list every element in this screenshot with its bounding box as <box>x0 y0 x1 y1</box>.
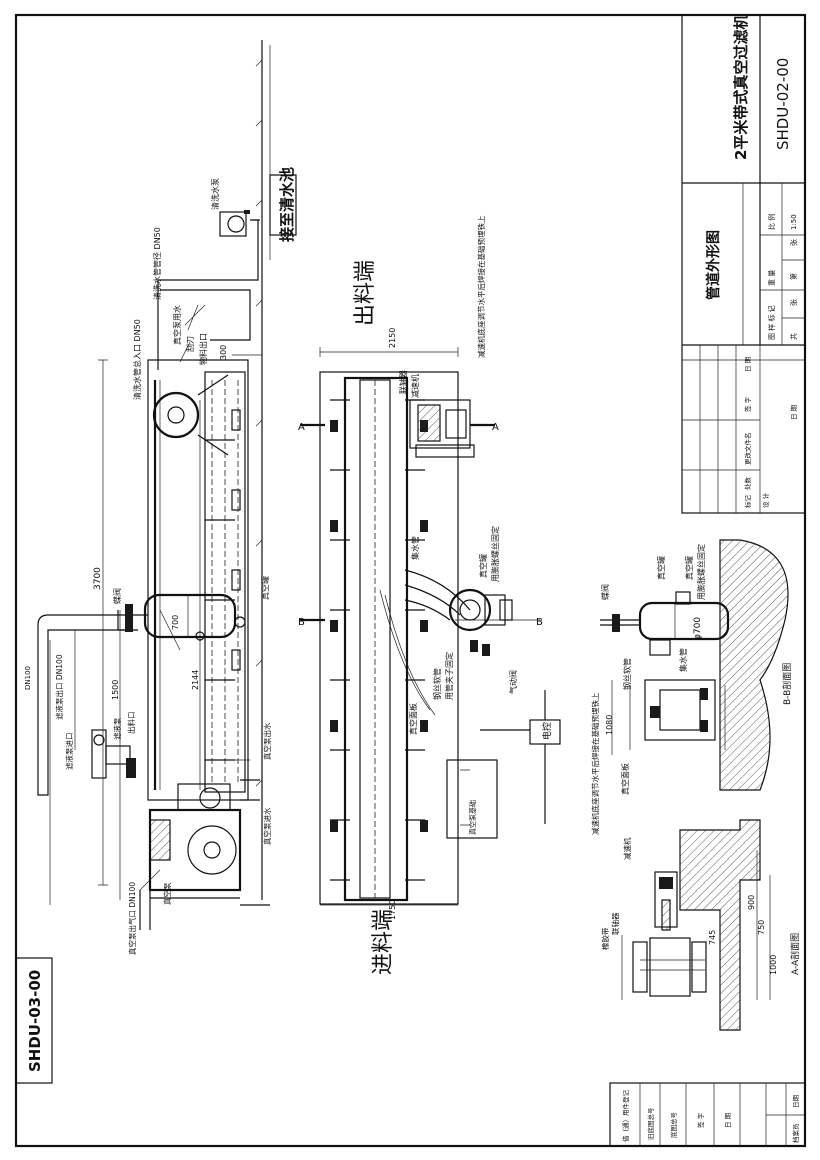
drawing-number: SHDU-02-00 <box>774 58 792 150</box>
date-label: 日 期 <box>790 404 798 420</box>
aa-label-belt: 橡胶带 <box>600 927 610 950</box>
bb-label-hose: 钢丝软管 <box>622 658 632 690</box>
aa-label-reducer: 减速机 <box>622 837 632 860</box>
bb-label-vac-panel: 真空面板 <box>620 763 630 795</box>
col-label-scale: 比 例 <box>767 214 776 230</box>
plan-label-bolt: 用膨胀螺丝固定 <box>490 526 500 582</box>
rev-label-mark: 标记 <box>743 495 752 509</box>
label-wash-pump: 清洗水泵 <box>210 178 220 210</box>
bb-label-vac-tank-2: 真空罐 <box>684 556 694 580</box>
section-mark-a-left: A <box>298 422 305 433</box>
dim-2144: 2144 <box>191 670 200 690</box>
bb-title: B-B剖面图 <box>781 663 793 705</box>
rev-label-count: 处数 <box>743 477 752 491</box>
label-vac-tank: 真空罐 <box>260 576 270 600</box>
plan-label-reducer-note: 减速机底座调节水平后焊接在基础预埋铁上 <box>476 215 486 358</box>
section-bb-view <box>600 539 789 791</box>
section-mark-b-right: B <box>536 617 543 628</box>
label-discharge-end: 出料端 <box>353 260 378 326</box>
aa-label-coupling: 联轴器 <box>610 912 620 935</box>
side-number: SHDU-03-00 <box>26 970 44 1072</box>
bottom-label-sign: 签 字 <box>696 1112 705 1128</box>
rev-label-date: 日 期 <box>744 356 752 372</box>
label-valve: 蝶阀 <box>112 588 122 604</box>
col-label-marking: 图 样 标 记 <box>767 305 776 340</box>
dim-700: 700 <box>171 615 180 630</box>
sheet-total-unit: 张 <box>789 299 798 306</box>
plan-label-pipe-fix: 用管夹子固定 <box>444 652 454 700</box>
plan-label-vac-panel: 真空面板 <box>408 703 418 735</box>
sheet-border <box>14 13 807 1148</box>
label-vac-pump-water: 真空泵用水 <box>172 305 182 345</box>
aa-dim-900: 900 <box>747 895 756 910</box>
section-aa-view <box>621 819 771 1031</box>
label-scraper: 刮刀 <box>185 336 195 352</box>
bottom-label-base: 底图总号 <box>669 1112 678 1139</box>
dim-300: 300 <box>219 345 228 360</box>
bb-dim-1080: 1080 <box>605 715 614 735</box>
label-material-outlet: 物料出口 <box>198 333 208 365</box>
sheet-no-unit: 张 <box>789 239 798 246</box>
label-filtrate-pump-outlet: 滤液泵出口 DN100 <box>54 654 64 720</box>
bb-label-bolt: 用膨胀螺丝固定 <box>696 544 706 600</box>
aa-dim-750: 750 <box>757 920 766 935</box>
aa-label-reducer-note: 减速机底座调节水平后焊接在基础预埋铁上 <box>590 692 600 835</box>
drawing-title: 2平米带式真空过滤机 <box>732 15 750 160</box>
sheet-no-label: 第 <box>789 273 798 280</box>
title-block <box>681 14 806 514</box>
section-mark-b-left: B <box>298 617 305 628</box>
bottom-label-old: 旧底图总号 <box>646 1107 655 1140</box>
plan-label-vac-tank: 真空罐 <box>478 554 488 578</box>
bottom-label-archivist: 档案员 <box>791 1123 800 1143</box>
label-feed-end: 进料端 <box>371 909 396 975</box>
bb-dia-700: φ700 <box>693 617 703 640</box>
label-vac-pump-inlet: 真空泵进水 <box>262 807 272 845</box>
plan-label-coupling: 联轴器 <box>398 370 408 394</box>
label-outlet: 出料口 <box>126 712 136 735</box>
sheet-name: 管道外形图 <box>705 230 722 300</box>
bb-label-valve: 蝶阀 <box>600 584 610 600</box>
label-vac-pump-drain: 真空泵出水 <box>262 722 272 760</box>
sheet-total-label: 共 <box>789 333 798 340</box>
bottom-label-date: 日 期 <box>724 1112 732 1128</box>
plan-view <box>300 347 561 906</box>
label-to-clear-pool: 接至清水池 <box>278 167 296 242</box>
label-filtrate-pump: 滤液泵 <box>112 717 122 740</box>
bb-label-vac-tank: 真空罐 <box>656 556 666 580</box>
aa-title: A-A剖面图 <box>789 933 801 975</box>
dim-1750: 1750 <box>388 900 397 920</box>
plan-label-hose: 钢丝软管 <box>432 668 442 700</box>
dim-3700: 3700 <box>93 567 103 590</box>
plan-label-gas-valve: 气动阀 <box>508 670 518 694</box>
bottom-block <box>609 1082 806 1147</box>
rev-label-doc: 更改文件名 <box>743 433 752 466</box>
label-dn100: DN100 <box>24 666 32 690</box>
plan-label-control-box: 电控 <box>541 722 553 740</box>
label-wash-inlet: 清洗水管总入口 DN50 <box>132 319 142 400</box>
plan-label-vac-pump-base: 真空泵基础 <box>468 800 477 835</box>
side-view <box>37 40 297 930</box>
side-number-box <box>15 957 53 1084</box>
bb-label-collector: 集水管 <box>678 648 688 672</box>
dim-1500: 1500 <box>111 680 120 700</box>
dim-2150: 2150 <box>388 328 397 348</box>
aa-dim-745: 745 <box>708 930 717 945</box>
bottom-label-borrow: 借（通）用件登记 <box>621 1090 630 1143</box>
col-label-weight: 重 量 <box>768 270 776 286</box>
bottom-label-date2: 日期 <box>792 1095 800 1109</box>
label-vac-pump-exhaust: 真空泵出气口 DN100 <box>127 882 137 955</box>
section-mark-a-right: A <box>492 422 499 433</box>
plan-label-collector: 集水管 <box>410 536 420 560</box>
scale-value: 1:50 <box>790 214 798 230</box>
label-filtrate-pump-inlet: 滤液泵进口 <box>64 733 74 771</box>
aa-dim-1000: 1000 <box>769 955 778 975</box>
label-wash-pipe: 清洗水管管径 DN50 <box>152 227 162 300</box>
plan-label-reducer: 减速机 <box>410 374 420 398</box>
label-vac-pump: 真空泵 <box>162 882 172 905</box>
rev-label-sign: 签 字 <box>743 396 752 412</box>
rev-label-design: 设 计 <box>761 492 770 508</box>
